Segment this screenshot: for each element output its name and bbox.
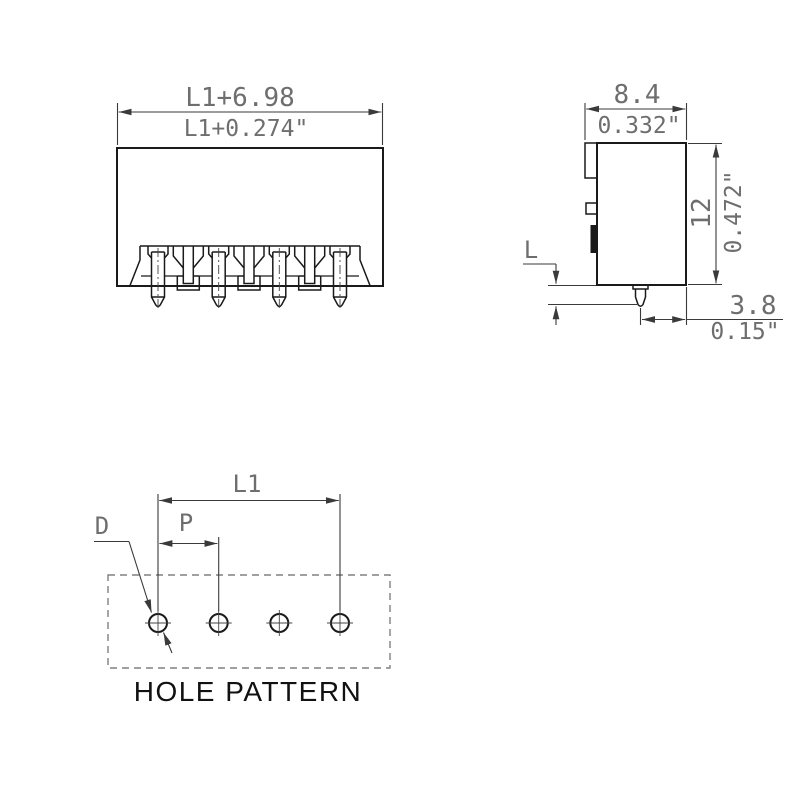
hole-pattern-view: L1 P D HOLE PATTERN — [94, 470, 391, 707]
side-top-flange — [584, 142, 597, 179]
front-shroud-band — [129, 245, 371, 286]
hole-pitch-label: P — [179, 509, 193, 537]
hole-pattern-caption: HOLE PATTERN — [134, 676, 363, 707]
side-pin-offset-mm-label: 3.8 — [730, 291, 777, 321]
side-pin — [632, 285, 649, 307]
side-width-inch-label: 0.332" — [597, 113, 680, 139]
hole-3 — [266, 610, 293, 636]
side-body-outline — [596, 142, 687, 286]
hole-4 — [327, 610, 353, 636]
hole-row-length-label: L1 — [233, 470, 262, 498]
hole-1 — [145, 610, 171, 636]
side-height-inch-label: 0.472" — [721, 170, 747, 253]
front-view: L1+6.98 L1+0.274" — [116, 83, 384, 311]
hole-row-length-dimension: L1 — [157, 470, 341, 611]
front-width-inch-label: L1+0.274" — [184, 116, 309, 142]
hole-2 — [205, 610, 232, 636]
front-latch-3 — [293, 246, 326, 291]
side-pin-length-label: L — [524, 236, 538, 264]
front-pin-1 — [147, 246, 169, 311]
front-pin-4 — [329, 246, 351, 311]
front-width-mm-label: L1+6.98 — [185, 83, 295, 113]
front-latch-1 — [172, 246, 205, 291]
pcb-outline-dashed — [107, 574, 391, 669]
side-pin-length-dimension: L — [523, 236, 637, 325]
front-pin-3 — [268, 246, 291, 311]
hole-diameter-label: D — [95, 512, 109, 540]
side-height-dimension: 12 0.472" — [687, 142, 747, 286]
side-solder-pad — [590, 225, 597, 253]
front-width-dimension: L1+6.98 L1+0.274" — [116, 83, 384, 145]
hole-diameter-callout: D — [94, 512, 173, 654]
side-width-dimension: 8.4 0.332" — [584, 80, 688, 140]
front-body-outline — [116, 147, 384, 287]
front-pin-2 — [207, 246, 230, 311]
side-pin-offset-inch-label: 0.15" — [710, 319, 779, 345]
front-latch-2 — [233, 246, 265, 291]
side-view: 8.4 0.332" 12 0.472" L 3.8 0.15" — [523, 80, 783, 345]
hole-pitch-dimension: P — [159, 509, 220, 611]
side-height-mm-label: 12 — [687, 197, 717, 228]
side-pin-offset-dimension: 3.8 0.15" — [639, 287, 783, 345]
side-width-mm-label: 8.4 — [614, 80, 661, 110]
side-latch-tab — [585, 202, 597, 215]
